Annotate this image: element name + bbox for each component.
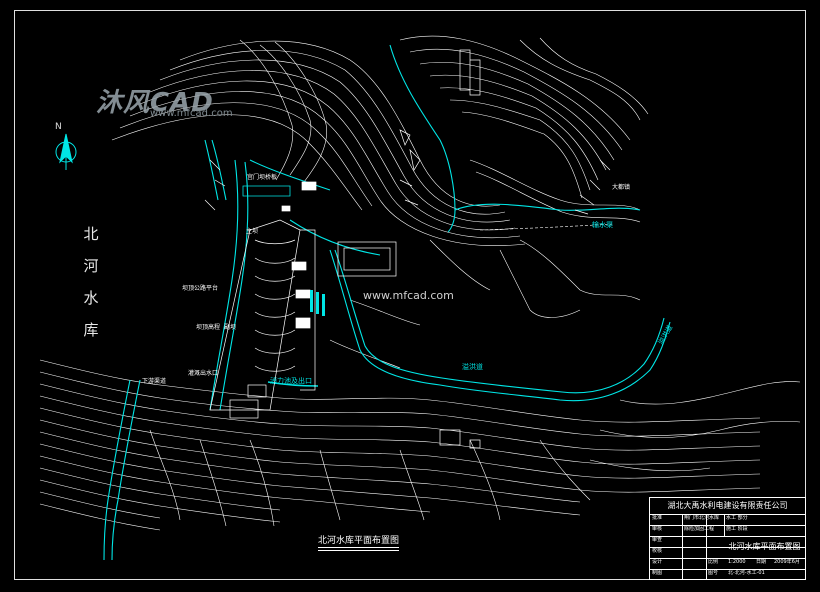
tb-row-left: 校核 bbox=[652, 548, 663, 554]
tb-row-right: 2009年6月 bbox=[774, 559, 800, 565]
title-block-row: 批准 荆门市北河水库 水工 部分 bbox=[650, 514, 805, 526]
tb-row-right: 北-北河-水工-01 bbox=[728, 570, 765, 576]
cyan-blocks bbox=[310, 290, 325, 316]
north-arrow bbox=[55, 133, 77, 170]
tb-row-mid: 图号 bbox=[708, 570, 719, 576]
contour-lines bbox=[39, 35, 801, 531]
title-block-row: 设计 比例 1:2000 日期 2009年6月 bbox=[650, 558, 805, 570]
tb-row-right: 施工 阶段 bbox=[726, 526, 748, 532]
title-block-row: 制图 图号 北-北河-水工-01 bbox=[650, 569, 805, 580]
tb-row-left: 审核 bbox=[652, 526, 663, 532]
tb-row-right: 水工 部分 bbox=[726, 515, 748, 521]
label-spillway-left: 溢洪道 bbox=[462, 363, 483, 371]
dam-structures bbox=[204, 49, 611, 449]
title-block-row: 校核 bbox=[650, 547, 805, 559]
tb-row-mid: 1:2000 bbox=[728, 559, 746, 565]
label-bottom-note: 消力池及出口 bbox=[270, 377, 312, 385]
watermark-center: www.mfcad.com bbox=[363, 289, 454, 302]
tb-scale-label: 比例 bbox=[708, 559, 719, 565]
title-block-row: 审核 除险加固工程 施工 阶段 bbox=[650, 525, 805, 537]
title-block-sheet-title: 北河水库平面布置图 bbox=[728, 542, 801, 551]
label-right-village: 大都镇 bbox=[612, 184, 631, 191]
title-block-company: 湖北大禹水利电建设有限责任公司 bbox=[650, 498, 805, 515]
label-left-note-3: 灌溉出水口 bbox=[188, 370, 219, 377]
tb-row-left: 批准 bbox=[652, 515, 663, 521]
reservoir-name: 北河水库 bbox=[83, 225, 99, 339]
label-dam-b: 副坝 bbox=[224, 324, 237, 331]
tb-divider bbox=[682, 514, 683, 580]
tb-row-mid: 除险加固工程 bbox=[684, 526, 715, 532]
water-lines bbox=[103, 44, 671, 561]
tb-row-left: 设计 bbox=[652, 559, 663, 565]
tb-row-mid: 荆门市北河水库 bbox=[684, 515, 720, 521]
tb-divider bbox=[706, 514, 707, 580]
tb-divider bbox=[724, 514, 725, 536]
label-dam-a: 主坝 bbox=[246, 228, 259, 235]
tb-date-label: 日期 bbox=[756, 559, 767, 565]
watermark-url: www.mfcad.com bbox=[150, 108, 233, 119]
tb-row-left: 审查 bbox=[652, 537, 663, 543]
north-label: N bbox=[55, 122, 62, 132]
tb-row-left: 制图 bbox=[652, 570, 663, 576]
label-top-bridge: 宫门坝桥板 bbox=[247, 174, 278, 181]
label-left-note-2: 坝顶高程 bbox=[196, 324, 221, 331]
label-left-note-1: 坝顶公路平台 bbox=[182, 285, 219, 292]
watermark-logo: 沐风CAD bbox=[96, 88, 214, 118]
label-right-channel: 输水渠 bbox=[592, 221, 613, 229]
title-block: 湖北大禹水利电建设有限责任公司 批准 荆门市北河水库 水工 部分 审核 除险加固… bbox=[649, 497, 806, 580]
title-block-row: 审查 bbox=[650, 536, 805, 548]
label-lower-left: 下游渠道 bbox=[142, 378, 167, 385]
drawing-caption: 北河水库平面布置图 bbox=[318, 533, 400, 551]
